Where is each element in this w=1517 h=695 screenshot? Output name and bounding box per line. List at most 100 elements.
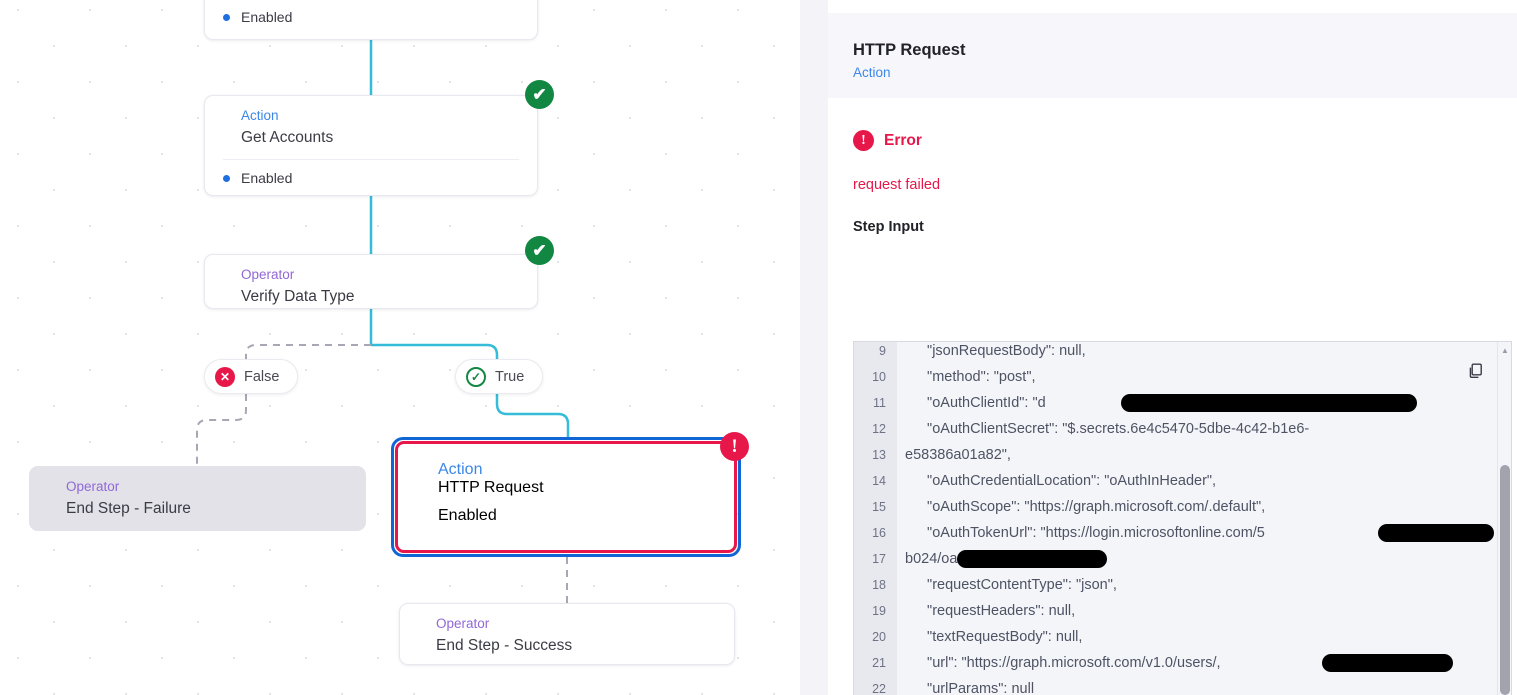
code-line: 14 "oAuthCredentialLocation": "oAuthInHe… bbox=[854, 468, 1497, 494]
code-line: 10 "method": "post", bbox=[854, 364, 1497, 390]
error-icon: ! bbox=[853, 130, 874, 151]
code-line-text: "urlParams": null bbox=[919, 681, 1035, 695]
node-status-label: Enabled bbox=[241, 9, 293, 25]
branch-label: True bbox=[495, 368, 525, 385]
node-title: Get Accounts bbox=[241, 129, 334, 146]
code-line-number: 16 bbox=[872, 526, 886, 540]
status-dot bbox=[223, 14, 230, 21]
code-line-number: 11 bbox=[873, 396, 886, 410]
node-title: HTTP Request bbox=[438, 479, 544, 496]
node-badge-success-get-accounts: ✔ bbox=[525, 80, 554, 109]
error-label: Error bbox=[884, 131, 922, 149]
node-badge-success-verify-data-type: ✔ bbox=[525, 236, 554, 265]
canvas-panel-gutter bbox=[800, 0, 828, 695]
code-line: 22 "urlParams": null bbox=[854, 676, 1497, 695]
code-line: 15 "oAuthScope": "https://graph.microsof… bbox=[854, 494, 1497, 520]
status-dot bbox=[223, 175, 230, 182]
branch-pill-true[interactable]: ✓ True bbox=[455, 359, 544, 394]
node-selection-ring bbox=[391, 437, 741, 557]
node-status: Enabled bbox=[205, 0, 537, 38]
node-kind-label: Operator bbox=[241, 267, 295, 282]
page-title: HTTP Request bbox=[853, 41, 966, 59]
code-line-number: 17 bbox=[872, 552, 886, 566]
code-line-number: 9 bbox=[879, 344, 886, 358]
code-line-number: 12 bbox=[872, 422, 886, 436]
node-kind-label: Operator bbox=[66, 479, 120, 494]
true-icon: ✓ bbox=[466, 366, 486, 387]
workflow-node-end-step-failure[interactable]: Operator End Step - Failure bbox=[29, 466, 366, 531]
node-status: Enabled bbox=[398, 507, 734, 525]
panel-subtitle: Action bbox=[853, 65, 891, 80]
error-heading: ! Error bbox=[828, 130, 1517, 151]
code-line-number: 15 bbox=[872, 500, 886, 514]
node-kind-label: Action bbox=[241, 108, 279, 123]
redaction-bar bbox=[957, 550, 1107, 568]
redaction-bar bbox=[1121, 394, 1417, 412]
code-line: 17b024/oauth2/token", bbox=[854, 546, 1497, 572]
workflow-node-end-step-success[interactable]: Operator End Step - Success bbox=[399, 603, 735, 665]
code-line-text: "oAuthClientId": "d bbox=[919, 395, 1046, 411]
code-line-number: 22 bbox=[872, 682, 886, 695]
code-line-number-gutter bbox=[854, 342, 897, 695]
code-line-number: 21 bbox=[872, 656, 886, 670]
node-status-label: Enabled bbox=[438, 507, 497, 524]
code-scroll-area[interactable]: 9 "jsonRequestBody": null,10 "method": "… bbox=[854, 342, 1497, 695]
code-line-text: "oAuthTokenUrl": "https://login.microsof… bbox=[919, 525, 1265, 541]
code-line-text: "oAuthScope": "https://graph.microsoft.c… bbox=[919, 499, 1266, 515]
branch-pill-false[interactable]: ✕ False bbox=[204, 359, 299, 394]
code-line-text: "method": "post", bbox=[919, 369, 1036, 385]
code-scrollbar[interactable]: ▲ ▼ bbox=[1497, 342, 1511, 695]
code-line: 18 "requestContentType": "json", bbox=[854, 572, 1497, 598]
code-line: 13 e58386a01a82", bbox=[854, 442, 1497, 468]
code-line: 20 "textRequestBody": null, bbox=[854, 624, 1497, 650]
code-line-text: "jsonRequestBody": null, bbox=[919, 343, 1086, 359]
code-line: 21 "url": "https://graph.microsoft.com/v… bbox=[854, 650, 1497, 676]
false-icon: ✕ bbox=[215, 366, 235, 387]
branch-label: False bbox=[244, 368, 280, 385]
code-line-text: "requestContentType": "json", bbox=[919, 577, 1117, 593]
node-status: Enabled bbox=[205, 160, 537, 199]
workflow-canvas[interactable]: Enabled Action Get Accounts Enabled ✔ Op… bbox=[0, 0, 800, 695]
node-status-label: Enabled bbox=[241, 170, 293, 186]
check-icon: ✔ bbox=[532, 241, 547, 260]
redaction-bar bbox=[1378, 524, 1494, 542]
workflow-node-top-partial[interactable]: Enabled bbox=[204, 0, 538, 40]
code-line-number: 19 bbox=[872, 604, 886, 618]
code-line-number: 13 bbox=[872, 448, 886, 462]
code-line-text: "url": "https://graph.microsoft.com/v1.0… bbox=[919, 655, 1221, 671]
node-divider bbox=[223, 159, 519, 160]
workflow-edges bbox=[196, 40, 570, 603]
node-title: Verify Data Type bbox=[241, 288, 355, 305]
code-line: 11 "oAuthClientId": "d bbox=[854, 390, 1497, 416]
code-line-text: "oAuthCredentialLocation": "oAuthInHeade… bbox=[919, 473, 1217, 489]
node-badge-error-http-request: ! bbox=[720, 432, 749, 461]
workflow-node-http-request[interactable]: Action HTTP Request Enabled bbox=[391, 437, 741, 557]
workflow-node-verify-data-type[interactable]: Operator Verify Data Type bbox=[204, 254, 538, 309]
node-error-ring bbox=[395, 441, 737, 553]
code-line-number: 14 bbox=[872, 474, 886, 488]
code-line-text: e58386a01a82", bbox=[905, 447, 1011, 463]
scrollbar-thumb[interactable] bbox=[1500, 465, 1510, 695]
workflow-node-get-accounts[interactable]: Action Get Accounts Enabled bbox=[204, 95, 538, 196]
code-line: 19 "requestHeaders": null, bbox=[854, 598, 1497, 624]
code-line-text: "textRequestBody": null, bbox=[919, 629, 1083, 645]
redaction-bar bbox=[1322, 654, 1453, 672]
step-input-code-block[interactable]: 9 "jsonRequestBody": null,10 "method": "… bbox=[853, 341, 1512, 695]
code-line-number: 20 bbox=[872, 630, 886, 644]
node-title: End Step - Success bbox=[436, 637, 573, 654]
error-message: request failed bbox=[853, 177, 941, 193]
panel-header: HTTP Request Action bbox=[828, 13, 1517, 98]
code-line: 12 "oAuthClientSecret": "$.secrets.6e4c5… bbox=[854, 416, 1497, 442]
code-line-number: 18 bbox=[872, 578, 886, 592]
code-line-text: "requestHeaders": null, bbox=[919, 603, 1076, 619]
code-line: 9 "jsonRequestBody": null, bbox=[854, 342, 1497, 364]
code-line-text: "oAuthClientSecret": "$.secrets.6e4c5470… bbox=[919, 421, 1310, 437]
code-line-number: 10 bbox=[872, 370, 886, 384]
panel-body: ! Error request failed Step Input 9 "jso… bbox=[828, 98, 1517, 695]
check-icon: ✔ bbox=[532, 85, 547, 104]
scroll-up-arrow[interactable]: ▲ bbox=[1501, 345, 1509, 355]
copy-icon[interactable] bbox=[1463, 358, 1489, 384]
step-details-panel: HTTP Request Action ! Error request fail… bbox=[828, 0, 1517, 695]
step-input-label: Step Input bbox=[853, 219, 924, 235]
node-kind-label: Operator bbox=[436, 616, 490, 631]
